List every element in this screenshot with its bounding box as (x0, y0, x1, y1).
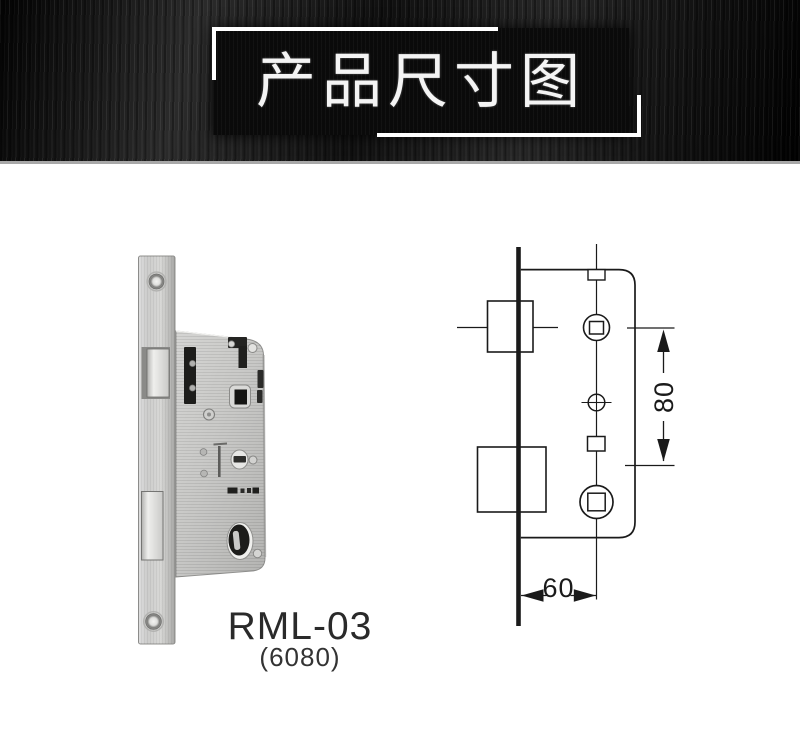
bracket-bottom-right-vertical (637, 95, 641, 137)
case-screw-top-right (247, 343, 258, 353)
dimension-80: 80 (625, 327, 679, 467)
latch-bolt-face (146, 348, 170, 398)
screw-countersink-top (146, 271, 167, 292)
rivet-4 (200, 469, 208, 478)
dim-80-label-bg (650, 373, 677, 421)
faceplate-brush-texture (138, 256, 175, 644)
case-right-shade (262, 354, 267, 558)
dim-60-label: 60 (542, 573, 574, 603)
handle-spindle-square (588, 320, 605, 335)
keyway-dash-3 (247, 488, 251, 493)
dim-80-label: 80 (649, 381, 679, 413)
deadbolt-face (141, 491, 164, 561)
adjuster-slot (233, 456, 246, 463)
bracket-top-left-horizontal (212, 27, 498, 31)
follower-square-hole (586, 435, 606, 452)
lock-photo (138, 255, 267, 645)
strike-notch (587, 268, 606, 281)
keyway-dash-4 (252, 487, 259, 494)
rivet-2 (189, 384, 196, 392)
lock-case-outline (520, 268, 636, 539)
rivet-3 (199, 448, 208, 456)
dim-60-arrow-right (573, 589, 596, 602)
keyway-dash-1 (227, 487, 238, 494)
case-screw-mid-center (207, 412, 211, 417)
latch-lever-arm (238, 346, 247, 368)
model-size-code: (6080) (259, 642, 341, 672)
spring-cap (213, 442, 228, 446)
case-screw-bottom-right (252, 548, 263, 559)
faceplate-screw-hole-bottom (145, 613, 162, 630)
bracket-top-left-vertical (212, 27, 216, 80)
title-plate: 产品尺寸图 (213, 28, 629, 135)
cylinder-keyway (232, 530, 241, 550)
lever-pivot-screw (227, 340, 236, 348)
cylinder-square (587, 492, 606, 512)
model-number: RML-03 (227, 605, 373, 648)
deadbolt-section (476, 446, 547, 513)
page-title: 产品尺寸图 (256, 49, 586, 115)
dimension-60: 60 (521, 573, 596, 603)
bracket-bottom-right-horizontal (377, 133, 641, 137)
latch-slot-dark (184, 347, 196, 404)
case-screw-right (248, 455, 258, 465)
dim-80-arrow-down (657, 439, 670, 462)
spring-rod (218, 446, 221, 477)
screw-countersink-bottom (142, 611, 164, 633)
dim-80-arrow-up (657, 329, 670, 352)
faceplate-screw-hole-top (148, 273, 165, 290)
dimension-drawing: 80 60 (457, 244, 679, 626)
dim-60-arrow-left (521, 589, 544, 602)
rivet-1 (189, 360, 196, 367)
spindle-follower-square (234, 389, 247, 405)
header-band: 产品尺寸图 (0, 0, 800, 164)
latch-bolt-section (486, 300, 534, 353)
edge-slot-upper (257, 370, 264, 388)
dim-60-label-bg (546, 575, 571, 599)
keyway-dash-2 (240, 488, 245, 493)
edge-slot-lower (257, 390, 263, 403)
